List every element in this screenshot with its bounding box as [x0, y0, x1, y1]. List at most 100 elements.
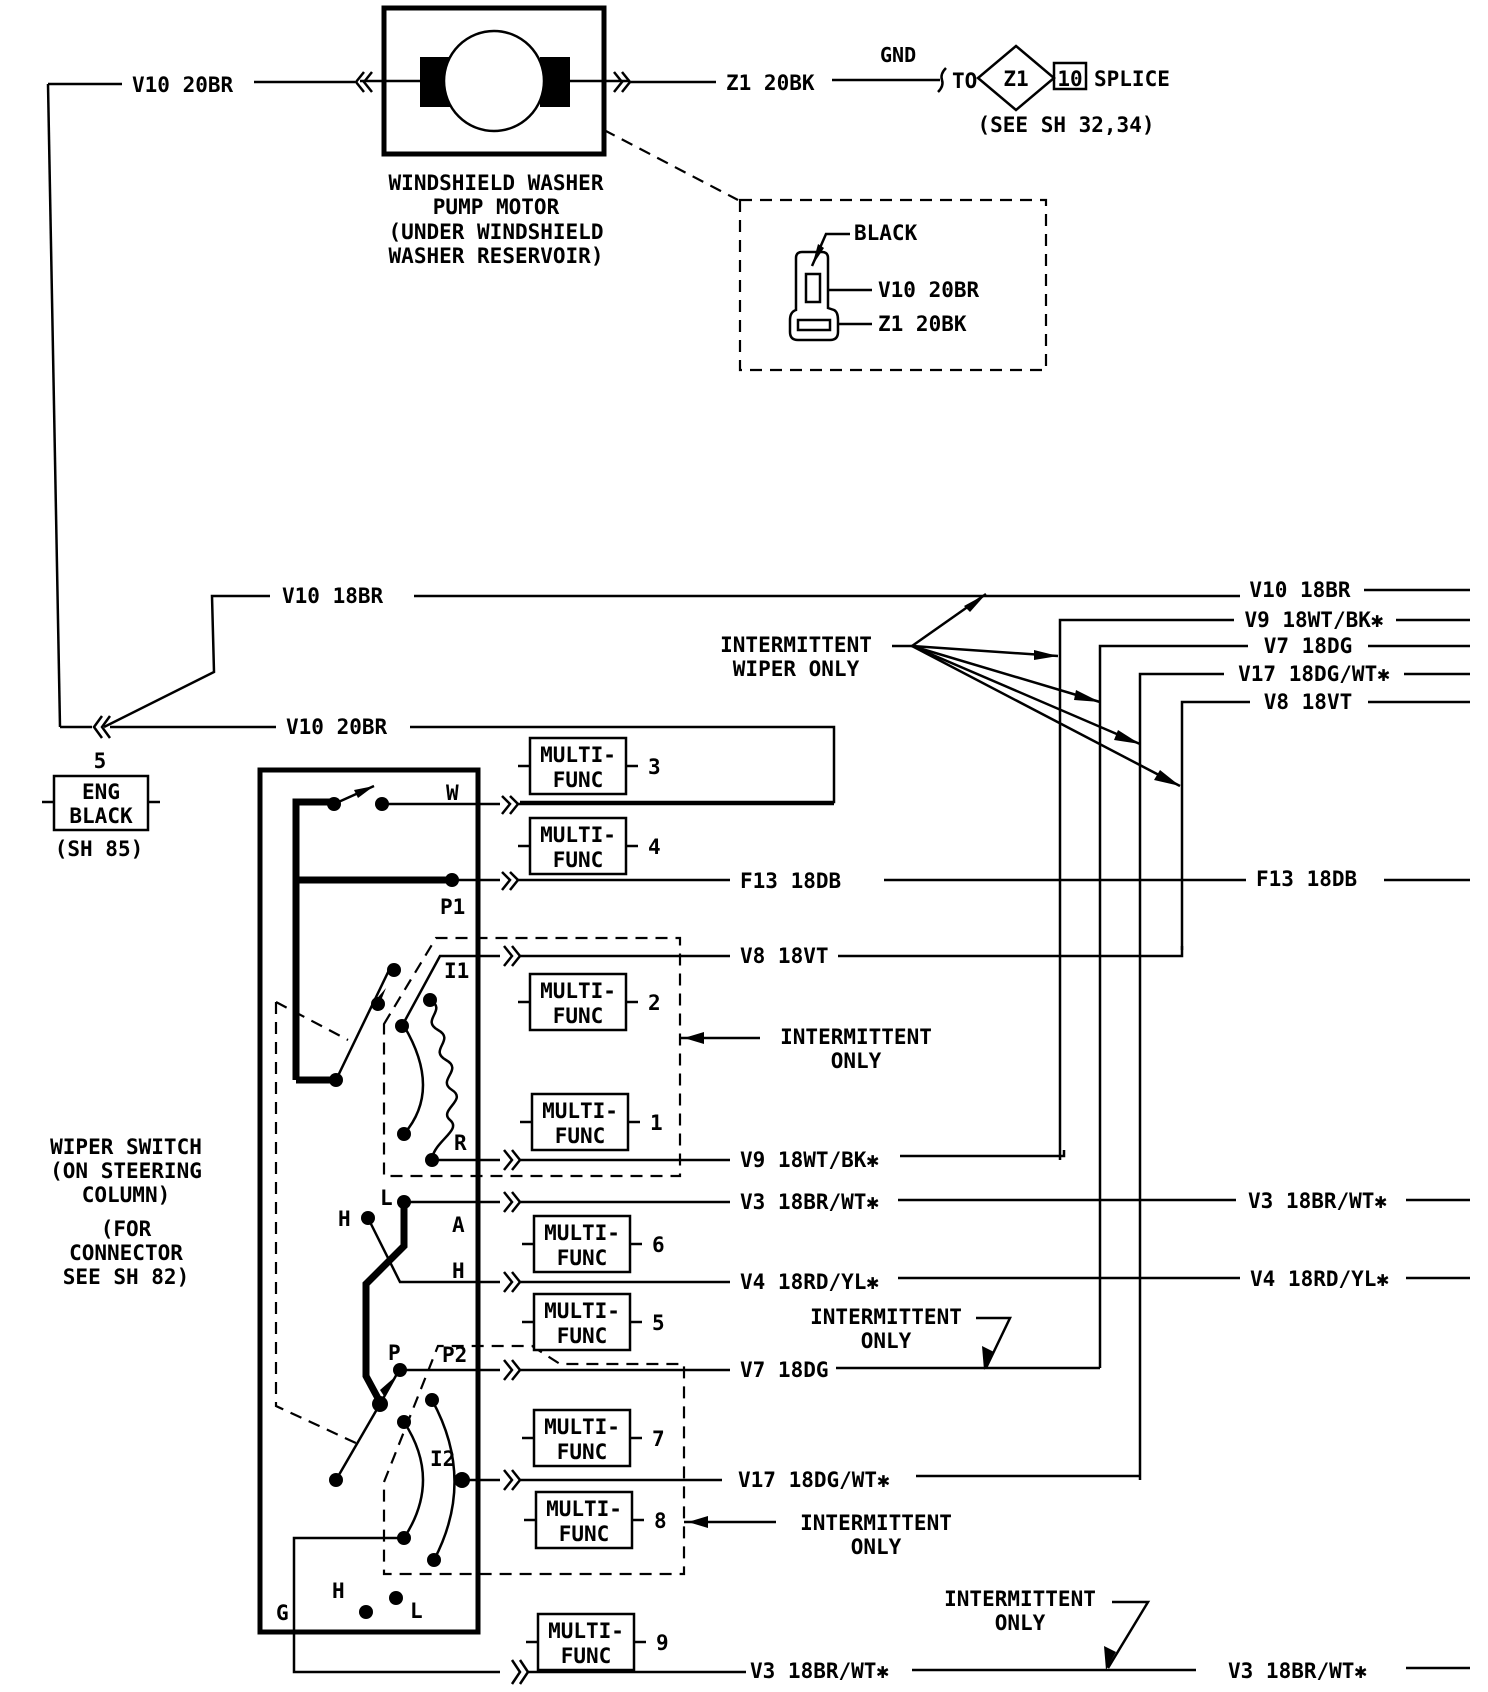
multifunc-pin-number: 1: [650, 1111, 663, 1135]
eng-connector-sheet: (SH 85): [55, 837, 144, 861]
connector-pin-1: V10 20BR: [878, 278, 980, 302]
terminal-i2: I2: [430, 1447, 455, 1471]
intermittent-note-bottom-2: ONLY: [995, 1611, 1046, 1635]
multifunc-pin-number: 6: [652, 1233, 665, 1257]
multifunc-label-line2: FUNC: [559, 1522, 610, 1546]
eng-connector-label-2: BLACK: [69, 804, 133, 828]
multifunc-connector-6: MULTI-FUNC 6: [522, 1214, 665, 1274]
intermittent-pointer-arrows: [892, 592, 1181, 788]
multifunc-label-line2: FUNC: [557, 1324, 608, 1348]
bus-label-v17: V17 18DG/WT✱: [1238, 662, 1390, 686]
multifunc-pin-number: 2: [648, 991, 661, 1015]
switch-caption-1: WIPER SWITCH: [50, 1135, 202, 1159]
multifunc-pin-number: 5: [652, 1311, 665, 1335]
connector-r-icon: [503, 1149, 522, 1171]
connector-plug-icon: [788, 232, 850, 342]
wire-v17-label: V17 18DG/WT✱: [738, 1468, 890, 1492]
terminal-g: G: [276, 1601, 289, 1625]
multifunc-label-line1: MULTI-: [540, 743, 616, 767]
multifunc-pin-number: 3: [648, 755, 661, 779]
connector-i1-icon: [503, 945, 522, 967]
bus-label-f13-right: F13 18DB: [1256, 867, 1357, 891]
pump-caption-3: (UNDER WINDSHIELD: [389, 220, 604, 244]
intermittent-zone-lower: [382, 1344, 686, 1576]
terminal-h: H: [452, 1259, 465, 1283]
wire-v3-label: V3 18BR/WT✱: [740, 1190, 879, 1214]
multifunc-label-line1: MULTI-: [544, 1299, 620, 1323]
multifunc-label-line1: MULTI-: [546, 1497, 622, 1521]
wire-v4-label: V4 18RD/YL✱: [740, 1270, 879, 1294]
multifunc-connector-7: MULTI-FUNC 7: [522, 1408, 665, 1468]
multifunc-pin-number: 7: [652, 1427, 665, 1451]
pump-left-wire-label: V10 20BR: [132, 73, 234, 97]
multifunc-connectors: MULTI-FUNC3MULTI-FUNC4MULTI-FUNC2MULTI-F…: [518, 736, 669, 1672]
splice-see-sheet: (SEE SH 32,34): [977, 113, 1154, 137]
connector-female-icon: [354, 71, 373, 93]
pump-caption-4: WASHER RESERVOIR): [389, 244, 604, 268]
intermittent-note-mid-2: ONLY: [861, 1329, 912, 1353]
multifunc-pin-number: 4: [648, 835, 661, 859]
bus-label-v3-bottom-right: V3 18BR/WT✱: [1228, 1659, 1367, 1683]
connector-h-icon: [503, 1271, 522, 1293]
intermittent-note-lower-1: INTERMITTENT: [800, 1511, 952, 1535]
terminal-i1: I1: [444, 959, 469, 983]
switch-caption-5: CONNECTOR: [69, 1241, 183, 1265]
eng-connector-label-1: ENG: [82, 780, 120, 804]
wire-break-icon: [937, 67, 947, 93]
left-wire-upper-label: V10 18BR: [282, 584, 384, 608]
connector-w-icon: [501, 795, 520, 815]
bus-label-v10: V10 18BR: [1249, 578, 1351, 602]
pump-right-wire-label: Z1 20BK: [726, 71, 815, 95]
resistor-coil-icon: [429, 998, 459, 1159]
eng-connector-pin: 5: [94, 749, 107, 773]
intermittent-note-upper-1: INTERMITTENT: [780, 1025, 932, 1049]
intermittent-note-lower-2: ONLY: [851, 1535, 902, 1559]
multifunc-label-line1: MULTI-: [542, 1099, 618, 1123]
multifunc-label-line1: MULTI-: [540, 823, 616, 847]
bus-label-v4-right: V4 18RD/YL✱: [1250, 1267, 1389, 1291]
multifunc-label-line2: FUNC: [561, 1644, 612, 1668]
terminal-l-bottom: L: [410, 1599, 423, 1623]
terminal-p1: P1: [440, 895, 465, 919]
bus-label-v3-right: V3 18BR/WT✱: [1248, 1189, 1387, 1213]
eng-connector-icon: [92, 715, 112, 739]
terminal-h-bottom: H: [332, 1579, 345, 1603]
multifunc-label-line2: FUNC: [557, 1246, 608, 1270]
connector-pin-2: Z1 20BK: [878, 312, 967, 336]
multifunc-connector-3: MULTI-FUNC 3: [518, 736, 661, 796]
terminal-w: W: [446, 781, 459, 805]
terminal-h-left: H: [338, 1207, 351, 1231]
terminal-p: P: [388, 1341, 401, 1365]
wire-v9-label: V9 18WT/BK✱: [740, 1148, 879, 1172]
switch-caption-2: (ON STEERING: [50, 1159, 202, 1183]
pump-caption-1: WINDSHIELD WASHER: [389, 171, 604, 195]
intermittent-wiper-note-2: WIPER ONLY: [733, 657, 860, 681]
multifunc-label-line2: FUNC: [557, 1440, 608, 1464]
multifunc-pin-number: 9: [656, 1631, 669, 1655]
connector-g-icon: [510, 1659, 530, 1685]
switch-caption-3: COLUMN): [82, 1183, 171, 1207]
multifunc-label-line1: MULTI-: [544, 1415, 620, 1439]
bus-label-v8: V8 18VT: [1264, 690, 1353, 714]
connector-detail-frame: [738, 198, 1048, 372]
right-bus: [1058, 588, 1470, 1480]
connector-a-icon: [503, 1191, 522, 1213]
multifunc-label-line2: FUNC: [553, 768, 604, 792]
gnd-label: GND: [880, 43, 916, 67]
multifunc-connector-4: MULTI-FUNC 4: [518, 816, 661, 876]
terminal-l: L: [380, 1186, 393, 1210]
intermittent-note-bottom-1: INTERMITTENT: [944, 1587, 1096, 1611]
wire-v7-label: V7 18DG: [740, 1358, 829, 1382]
switch-caption-6: SEE SH 82): [63, 1265, 189, 1289]
multifunc-label-line2: FUNC: [553, 848, 604, 872]
wire-v8-label: V8 18VT: [740, 944, 829, 968]
terminal-p2: P2: [442, 1343, 467, 1367]
multifunc-label-line1: MULTI-: [544, 1221, 620, 1245]
splice-diamond-icon: [976, 44, 1056, 112]
left-wire-lower-label: V10 20BR: [286, 715, 388, 739]
intermittent-wiper-note-1: INTERMITTENT: [720, 633, 872, 657]
bus-label-v9: V9 18WT/BK✱: [1244, 608, 1383, 632]
